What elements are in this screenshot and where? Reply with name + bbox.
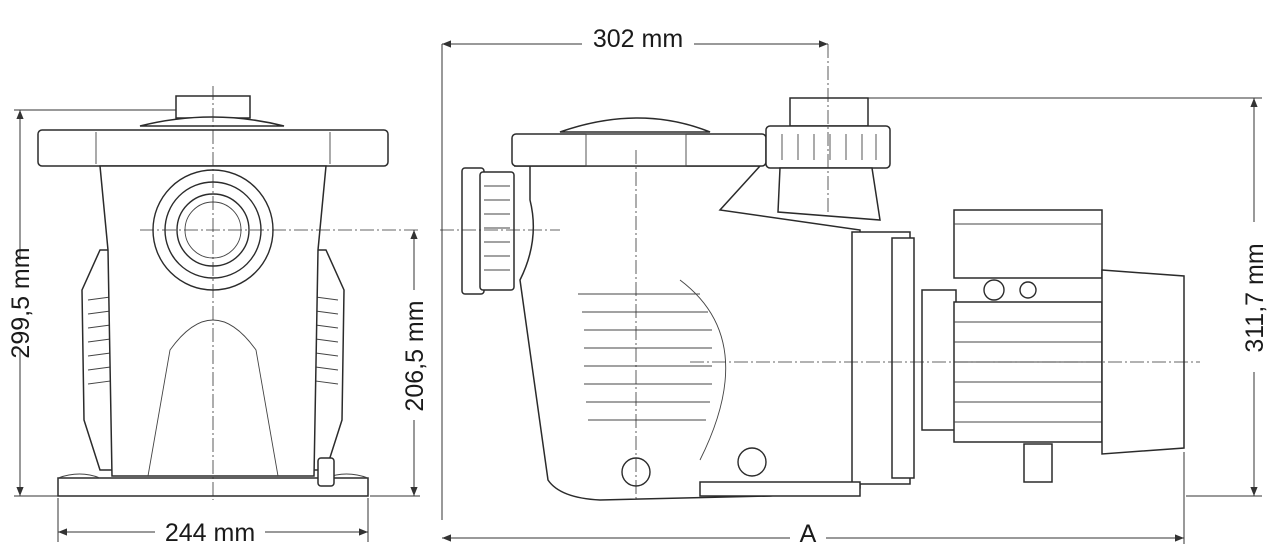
- front-pump-body: [99, 165, 327, 477]
- side-view: [440, 44, 1200, 501]
- front-view: [37, 86, 420, 500]
- side-lid: [511, 133, 767, 167]
- side-cable-gland-2: [1019, 281, 1037, 299]
- dim-top-distance: 302 mm: [593, 25, 683, 53]
- front-drain-plug: [317, 457, 335, 487]
- side-dimensions: [441, 40, 1262, 544]
- side-outlet-pipe: [789, 97, 869, 127]
- front-dimensions: [14, 109, 420, 542]
- side-drain-plug-right: [737, 447, 767, 477]
- side-motor-foot: [1023, 443, 1053, 483]
- side-base: [699, 481, 861, 497]
- side-lid-dome: [559, 117, 711, 133]
- side-motor-body: [953, 301, 1103, 443]
- side-flange-plate: [891, 237, 915, 479]
- dim-front-height: 299,5 mm: [7, 247, 35, 358]
- dim-total-height: 311,7 mm: [1241, 243, 1269, 352]
- side-cable-gland-1: [983, 279, 1005, 301]
- dim-total-length: A: [800, 520, 817, 548]
- side-strainer-housing: [514, 165, 861, 501]
- side-outlet-neck: [777, 167, 881, 221]
- front-lid-dome: [139, 116, 285, 127]
- side-terminal-box: [953, 209, 1103, 279]
- side-volute-ribs: [578, 293, 712, 421]
- dim-inlet-height: 206,5 mm: [401, 300, 429, 411]
- side-inlet-union: [479, 171, 515, 291]
- dim-front-width: 244 mm: [165, 519, 255, 547]
- side-adapter: [921, 289, 957, 431]
